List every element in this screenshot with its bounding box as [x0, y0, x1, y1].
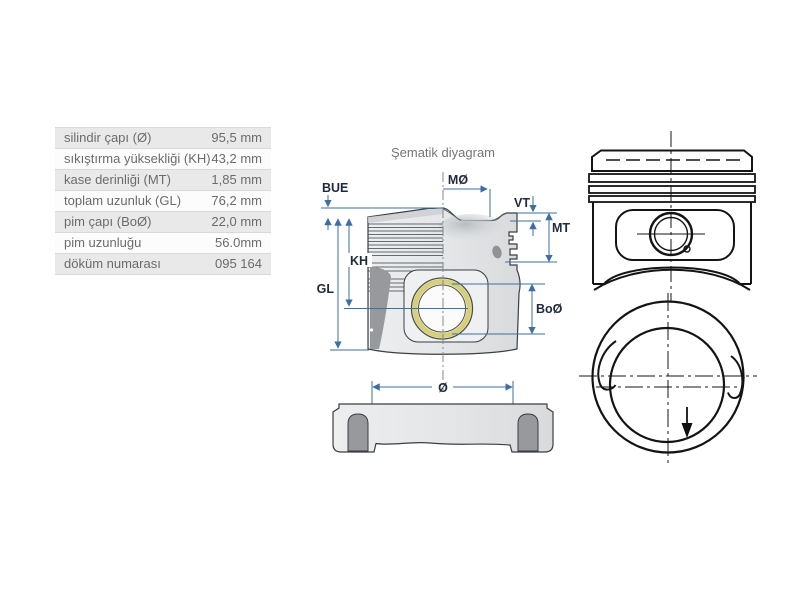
side-snap-ring-detail — [683, 245, 691, 253]
skirt-shading — [370, 266, 391, 349]
side-ring-band-1 — [588, 173, 756, 183]
bue-label: BUE — [322, 181, 348, 195]
dia-label: Ø — [438, 381, 448, 395]
crown-shading — [368, 208, 443, 223]
side-view — [588, 131, 756, 302]
table-row: sıkıştırma yüksekliği (KH) 43,2 mm — [55, 149, 271, 170]
spec-value: 43,2 mm — [211, 151, 262, 166]
dimension-labels: BUE MØ VT MT KH GL BoØ Ø — [317, 173, 571, 395]
side-boss-window — [615, 209, 735, 261]
spec-value: 95,5 mm — [211, 130, 262, 145]
spec-value: 095 164 — [215, 256, 262, 271]
spec-value: 76,2 mm — [211, 193, 262, 208]
side-skirt-arch-inner — [593, 268, 751, 291]
side-ring-band-3 — [588, 195, 756, 203]
table-row: kase derinliği (MT) 1,85 mm — [55, 170, 271, 191]
mt-label: MT — [552, 221, 570, 235]
skirt-outline — [332, 403, 554, 453]
bowl-edge-line — [442, 208, 509, 221]
right-pin-slot — [517, 413, 539, 452]
table-row: silindir çapı (Ø) 95,5 mm — [55, 128, 271, 149]
spec-label: döküm numarası — [64, 256, 161, 271]
table-row: toplam uzunluk (GL) 76,2 mm — [55, 191, 271, 212]
gl-label: GL — [317, 282, 335, 296]
spec-value: 1,85 mm — [211, 172, 262, 187]
spec-label: kase derinliği (MT) — [64, 172, 171, 187]
bottom-skirt-view — [332, 403, 554, 453]
spec-table: silindir çapı (Ø) 95,5 mm sıkıştırma yük… — [55, 127, 271, 275]
spec-value: 22,0 mm — [211, 214, 262, 229]
side-crown — [591, 149, 753, 172]
diagram-title: Şematik diyagram — [390, 145, 496, 160]
spec-label: pim çapı (BoØ) — [64, 214, 152, 229]
side-skirt-arch-outer — [603, 266, 741, 285]
skirt-highlight-dot — [369, 328, 374, 332]
spec-label: silindir çapı (Ø) — [64, 130, 152, 145]
top-bowl-circle — [608, 326, 726, 444]
direction-arrow-icon — [681, 407, 693, 438]
top-left-boss — [597, 340, 617, 391]
bo-label: BoØ — [536, 302, 563, 316]
table-row: döküm numarası 095 164 — [55, 254, 271, 275]
top-view — [579, 293, 757, 464]
spec-label: pim uzunluğu — [64, 235, 142, 250]
left-pin-slot — [347, 413, 369, 452]
dimension-annotations — [321, 185, 557, 404]
kh-label: KH — [350, 254, 368, 268]
cooling-gallery — [492, 245, 502, 259]
table-row: pim uzunluğu 56.0mm — [55, 233, 271, 254]
spec-label: sıkıştırma yüksekliği (KH) — [64, 151, 211, 166]
main-cross-section-view — [367, 172, 521, 390]
spec-label: toplam uzunluk (GL) — [64, 193, 182, 208]
kh-label-background — [346, 253, 372, 267]
top-right-boss — [727, 355, 744, 399]
table-row: pim çapı (BoØ) 22,0 mm — [55, 212, 271, 233]
side-ring-band-2 — [588, 185, 756, 194]
spec-value: 56.0mm — [215, 235, 262, 250]
bowl-shading — [439, 214, 505, 240]
mo-label: MØ — [448, 173, 468, 187]
vt-label: VT — [514, 196, 530, 210]
